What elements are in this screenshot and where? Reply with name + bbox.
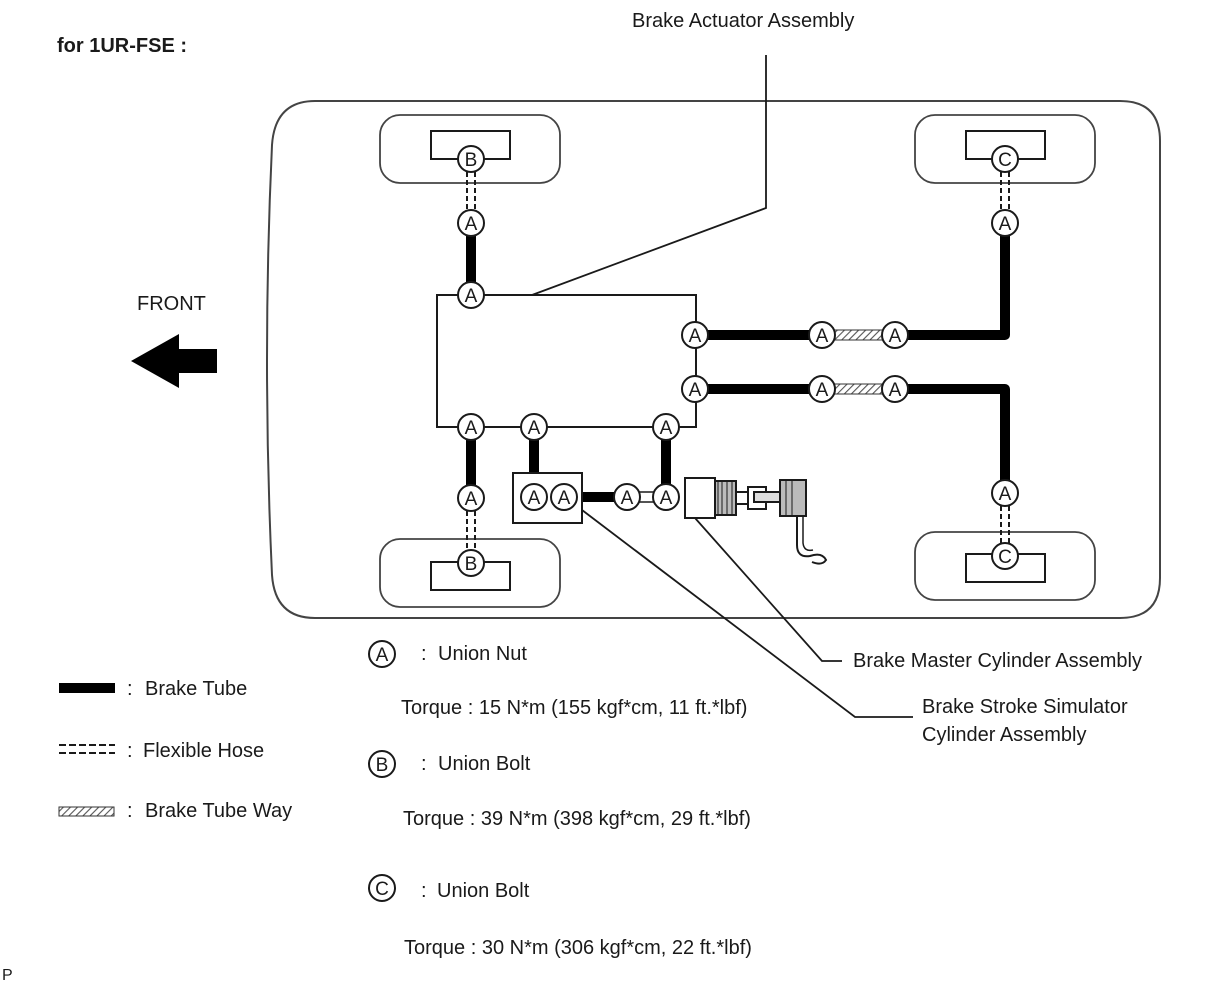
union-nut-marker-a: A	[457, 413, 485, 441]
svg-text:B: B	[376, 755, 389, 776]
svg-text:A: A	[689, 326, 702, 347]
union-nut-marker-a: A	[991, 479, 1019, 507]
brake-master-cylinder	[684, 477, 828, 565]
svg-text:A: A	[999, 214, 1012, 235]
union-nut-marker-a: A	[457, 209, 485, 237]
svg-text:A: A	[999, 484, 1012, 505]
svg-text:A: A	[621, 488, 634, 509]
union-bolt-marker-b-front-left: B	[457, 145, 485, 173]
svg-text:A: A	[816, 380, 829, 401]
vehicle-body-outline	[266, 100, 1161, 619]
svg-text:A: A	[465, 286, 478, 307]
svg-text:A: A	[465, 418, 478, 439]
legend-item-brake-tube-way: : Brake Tube Way	[58, 800, 292, 822]
brake-tube-way-swatch	[58, 806, 115, 817]
legend-label-brake-tube: Brake Tube	[145, 678, 247, 700]
union-nut-marker-a: A	[520, 483, 548, 511]
svg-text:A: A	[528, 488, 541, 509]
svg-text:A: A	[889, 380, 902, 401]
union-nut-marker-a: A	[808, 321, 836, 349]
union-nut-marker-a: A	[550, 483, 578, 511]
legend-label-brake-tube-way: Brake Tube Way	[145, 800, 292, 822]
svg-text:C: C	[998, 150, 1012, 171]
brake-actuator-leader	[531, 55, 767, 296]
union-nut-marker-a: A	[881, 375, 909, 403]
union-nut-marker-a: A	[457, 484, 485, 512]
svg-text:A: A	[660, 418, 673, 439]
union-nut-marker-a: A	[457, 281, 485, 309]
svg-text:A: A	[465, 214, 478, 235]
footer-mark: P	[2, 967, 13, 984]
union-bolt-marker-b-rear-left: B	[457, 549, 485, 577]
stroke-simulator-leader	[581, 509, 913, 718]
svg-text:C: C	[998, 547, 1012, 568]
legend-item-flexible-hose: : Flexible Hose	[59, 740, 264, 762]
fastener-marker-a: A	[368, 640, 396, 668]
fastener-name-c: Union Bolt	[437, 880, 530, 902]
fastener-spec-c: C : Union Bolt Torque : 30 N*m (306 kgf*…	[368, 874, 752, 959]
front-label: FRONT	[137, 293, 206, 315]
brake-tube-front-right-2	[908, 236, 1010, 340]
legend-item-brake-tube: : Brake Tube	[59, 678, 247, 700]
union-nut-marker-a: A	[881, 321, 909, 349]
fastener-spec-b: B : Union Bolt Torque : 39 N*m (398 kgf*…	[368, 750, 751, 830]
legend-separator: :	[127, 678, 133, 700]
flexible-hose-rear-right	[1000, 506, 1010, 543]
brake-tube-way-front	[833, 329, 885, 341]
fastener-name-a: Union Nut	[438, 643, 527, 665]
union-nut-marker-a: A	[681, 375, 709, 403]
brake-tube-way-rear	[833, 383, 885, 395]
union-nut-marker-a: A	[520, 413, 548, 441]
union-nut-marker-a: A	[808, 375, 836, 403]
diagram-heading: for 1UR-FSE :	[57, 35, 187, 57]
torque-spec-c: Torque : 30 N*m (306 kgf*cm, 22 ft.*lbf)	[404, 937, 752, 959]
master-cylinder-leader	[694, 517, 842, 662]
flexible-hose-front-left	[466, 172, 476, 209]
legend-label-flexible-hose: Flexible Hose	[143, 740, 264, 762]
svg-text:A: A	[376, 645, 389, 666]
union-bolt-marker-c-rear-right: C	[991, 542, 1019, 570]
fastener-marker-b: B	[368, 750, 396, 778]
fastener-name-b: Union Bolt	[438, 753, 531, 775]
union-nut-marker-a: A	[652, 483, 680, 511]
torque-spec-b: Torque : 39 N*m (398 kgf*cm, 29 ft.*lbf)	[403, 808, 751, 830]
fastener-separator: :	[421, 880, 427, 902]
union-nut-marker-a: A	[681, 321, 709, 349]
master-cylinder-label: Brake Master Cylinder Assembly	[853, 650, 1142, 672]
brake-tube-swatch	[59, 683, 115, 693]
brake-actuator-label: Brake Actuator Assembly	[632, 10, 854, 32]
legend: : Brake Tube : Flexible Hose : Brake Tub…	[58, 678, 292, 822]
fastener-marker-c: C	[368, 874, 396, 902]
legend-separator: :	[127, 740, 133, 762]
svg-text:A: A	[558, 488, 571, 509]
legend-separator: :	[127, 800, 133, 822]
brake-actuator-body	[436, 294, 697, 428]
stroke-simulator-label-line1: Brake Stroke Simulator	[922, 696, 1128, 718]
svg-text:A: A	[689, 380, 702, 401]
svg-text:B: B	[465, 554, 478, 575]
union-nut-marker-a: A	[991, 209, 1019, 237]
flexible-hose-rear-left	[466, 511, 476, 550]
svg-text:A: A	[528, 418, 541, 439]
fastener-separator: :	[421, 753, 427, 775]
svg-text:A: A	[889, 326, 902, 347]
stroke-simulator-label-line2: Cylinder Assembly	[922, 724, 1087, 746]
flexible-hose-front-right	[1000, 172, 1010, 209]
brake-tube-rear-right-2	[908, 384, 1010, 480]
fastener-separator: :	[421, 643, 427, 665]
union-nut-marker-a: A	[652, 413, 680, 441]
flexible-hose-swatch	[59, 744, 115, 754]
svg-text:A: A	[660, 488, 673, 509]
union-nut-marker-a: A	[613, 483, 641, 511]
torque-spec-a: Torque : 15 N*m (155 kgf*cm, 11 ft.*lbf)	[401, 697, 747, 719]
svg-text:A: A	[465, 489, 478, 510]
svg-text:A: A	[816, 326, 829, 347]
svg-text:B: B	[465, 150, 478, 171]
front-arrow-icon	[131, 334, 217, 388]
union-bolt-marker-c-front-right: C	[991, 145, 1019, 173]
fastener-spec-a: A : Union Nut Torque : 15 N*m (155 kgf*c…	[368, 640, 747, 719]
svg-text:C: C	[375, 879, 389, 900]
